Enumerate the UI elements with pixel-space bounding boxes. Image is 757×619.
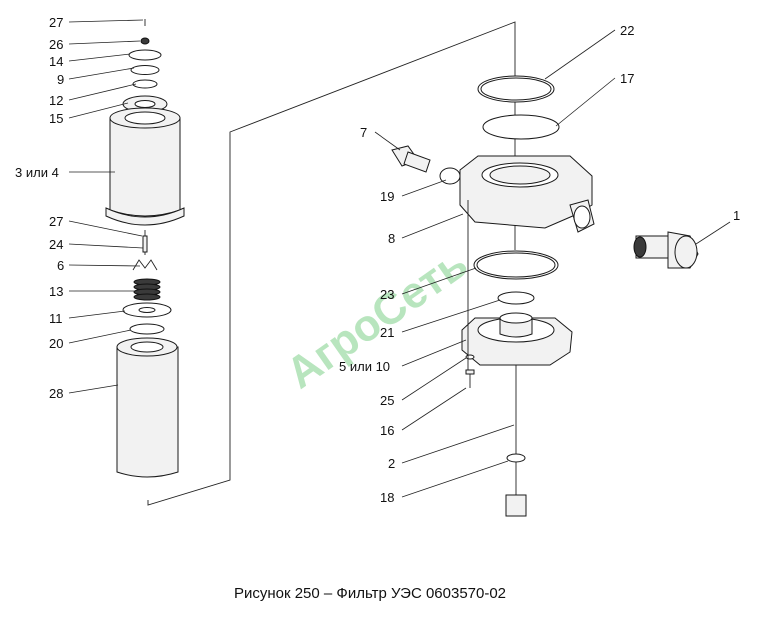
part-14-washer (128, 49, 162, 61)
label-7: 7 (360, 125, 367, 140)
part-6-clip (132, 259, 158, 271)
label-2: 2 (388, 456, 395, 471)
part-8-housing (459, 155, 595, 233)
label-8: 8 (388, 231, 395, 246)
part-3-4-cartridge (109, 117, 181, 217)
label-14: 14 (49, 54, 63, 69)
part-12-ring (132, 79, 158, 89)
label-19: 19 (380, 189, 394, 204)
part-25-washer (465, 354, 475, 360)
label-12: 12 (49, 93, 63, 108)
figure-caption: Рисунок 250 – Фильтр УЭС 0603570-02 (233, 585, 507, 602)
part-13-spring (133, 278, 161, 301)
part-9-disc (130, 65, 160, 75)
label-13: 13 (49, 284, 63, 299)
part-labels: 27 26 14 9 12 15 3 или 4 27 24 6 13 11 2… (15, 15, 740, 505)
part-7-fitting (391, 145, 431, 173)
label-18: 18 (380, 490, 394, 505)
label-11: 11 (49, 311, 63, 326)
label-23: 23 (380, 287, 394, 302)
label-15: 15 (49, 111, 63, 126)
label-26: 26 (49, 37, 63, 52)
label-25: 25 (380, 393, 394, 408)
bottom-plug (505, 494, 527, 517)
part-21-oring (497, 291, 535, 305)
label-20: 20 (49, 336, 63, 351)
watermark: АгроСеть (278, 239, 477, 399)
part-28-element (116, 346, 179, 478)
leader-lines (68, 19, 731, 498)
part-26-nut (140, 37, 150, 45)
part-5-10-plate (461, 312, 573, 366)
label-27-bottom: 27 (49, 214, 63, 229)
label-1: 1 (733, 208, 740, 223)
label-5-or-10: 5 или 10 (339, 359, 390, 374)
part-1-plug (633, 231, 699, 269)
part-19-oring (439, 167, 461, 185)
label-24: 24 (49, 237, 63, 252)
label-28: 28 (49, 386, 63, 401)
label-9: 9 (57, 72, 64, 87)
left-assembly (105, 19, 185, 478)
part-17-ring (482, 114, 560, 140)
label-16: 16 (380, 423, 394, 438)
label-17: 17 (620, 71, 634, 86)
label-22: 22 (620, 23, 634, 38)
label-21: 21 (380, 325, 394, 340)
label-27-top: 27 (49, 15, 63, 30)
part-16-bolt (465, 369, 475, 388)
part-20-oring (129, 323, 165, 335)
label-6: 6 (57, 258, 64, 273)
label-3-or-4: 3 или 4 (15, 165, 59, 180)
part-18-oring (506, 453, 526, 463)
right-assembly (391, 75, 699, 517)
